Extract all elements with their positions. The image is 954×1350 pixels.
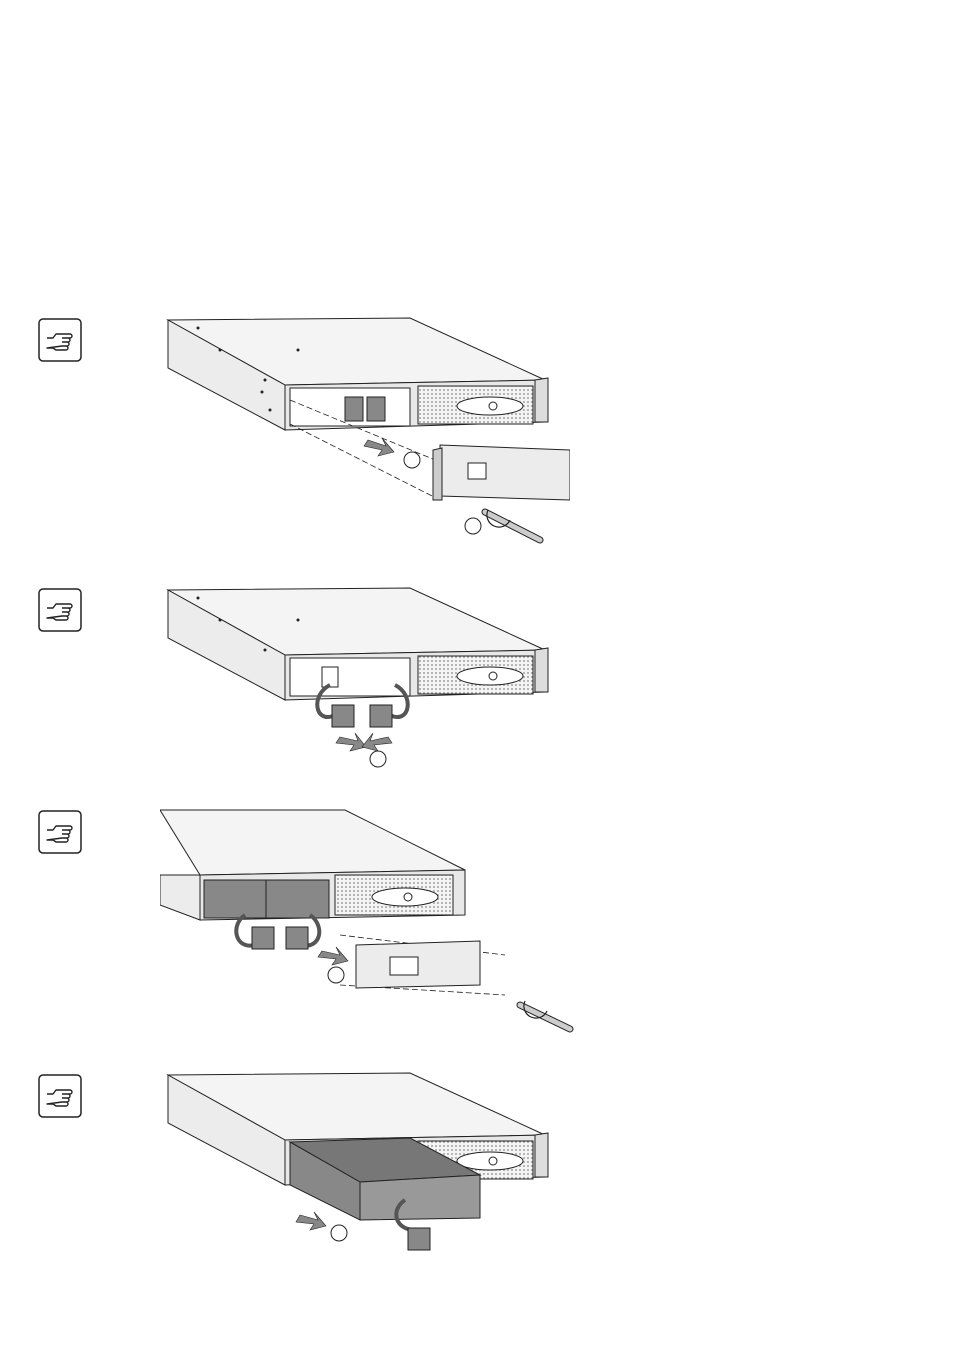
pointing-hand-icon bbox=[38, 588, 82, 632]
pull-out-battery-illustration bbox=[150, 1060, 570, 1265]
disconnect-battery-illustration bbox=[150, 575, 570, 780]
remove-bracket-illustration bbox=[160, 805, 580, 1045]
pointing-hand-icon bbox=[38, 810, 82, 854]
pointing-hand-icon bbox=[38, 1074, 82, 1118]
remove-front-cover-illustration bbox=[150, 300, 570, 550]
pointing-hand-icon bbox=[38, 318, 82, 362]
